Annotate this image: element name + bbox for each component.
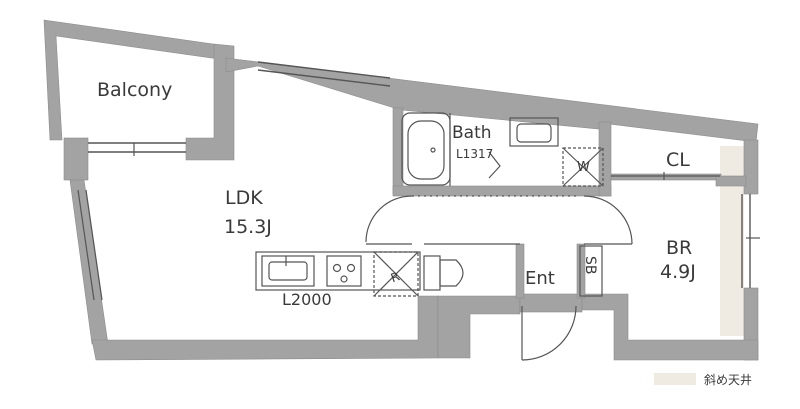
bath-right-wall	[598, 121, 612, 197]
fridge-mark: R	[389, 269, 402, 285]
bathtub-basin	[407, 120, 445, 180]
washer-space	[562, 147, 604, 187]
room-size-ldk: 15.3J	[224, 216, 272, 238]
walls	[43, 19, 759, 361]
left-column	[63, 137, 89, 181]
room-label-ent: Ent	[525, 268, 555, 289]
toilet-tank	[423, 255, 441, 291]
bathtub	[401, 112, 451, 186]
legend-swatch	[654, 373, 696, 385]
entrance-left-partition	[515, 243, 525, 299]
sloped-ceiling-area	[720, 146, 744, 336]
washer-mark: W	[577, 160, 590, 175]
washbasin	[509, 117, 559, 147]
fixtures	[77, 61, 760, 361]
entrance-right-partition	[576, 243, 586, 299]
room-label-ldk: LDK	[225, 187, 263, 209]
room-size-br: 4.9J	[660, 261, 696, 283]
shoe-box	[579, 245, 603, 297]
fridge-space	[373, 251, 419, 297]
br-door-swing	[583, 195, 633, 245]
right-wall-upper	[743, 139, 759, 195]
room-label-br: BR	[666, 237, 692, 259]
balcony-side-wall	[185, 43, 235, 161]
room-label-bath: Bath	[452, 123, 492, 143]
bath-model: L1317	[456, 147, 493, 161]
kitchen-stove	[326, 255, 362, 287]
entrance-door-swing	[521, 305, 577, 361]
entrance-bottom-wall	[519, 293, 583, 313]
br-bottom-wall	[581, 293, 759, 361]
closet-wall	[610, 173, 722, 181]
kitchen-label: L2000	[282, 290, 332, 309]
corridor-top-wall	[392, 185, 612, 197]
legend-label: 斜め天井	[704, 373, 752, 387]
room-label-balcony: Balcony	[97, 79, 172, 101]
closet-corner	[715, 175, 747, 187]
top-exterior-wall	[225, 57, 759, 143]
kitchen-counter	[255, 251, 421, 291]
toilet-bowl	[439, 259, 464, 287]
room-label-cl: CL	[666, 149, 690, 171]
toilet-bottom-wall	[437, 295, 521, 359]
ldk-door-swing	[365, 195, 413, 243]
kitchen-sink	[261, 255, 315, 287]
ldk-bottom-wall	[91, 295, 439, 361]
room-label-sb: SB	[582, 256, 598, 275]
